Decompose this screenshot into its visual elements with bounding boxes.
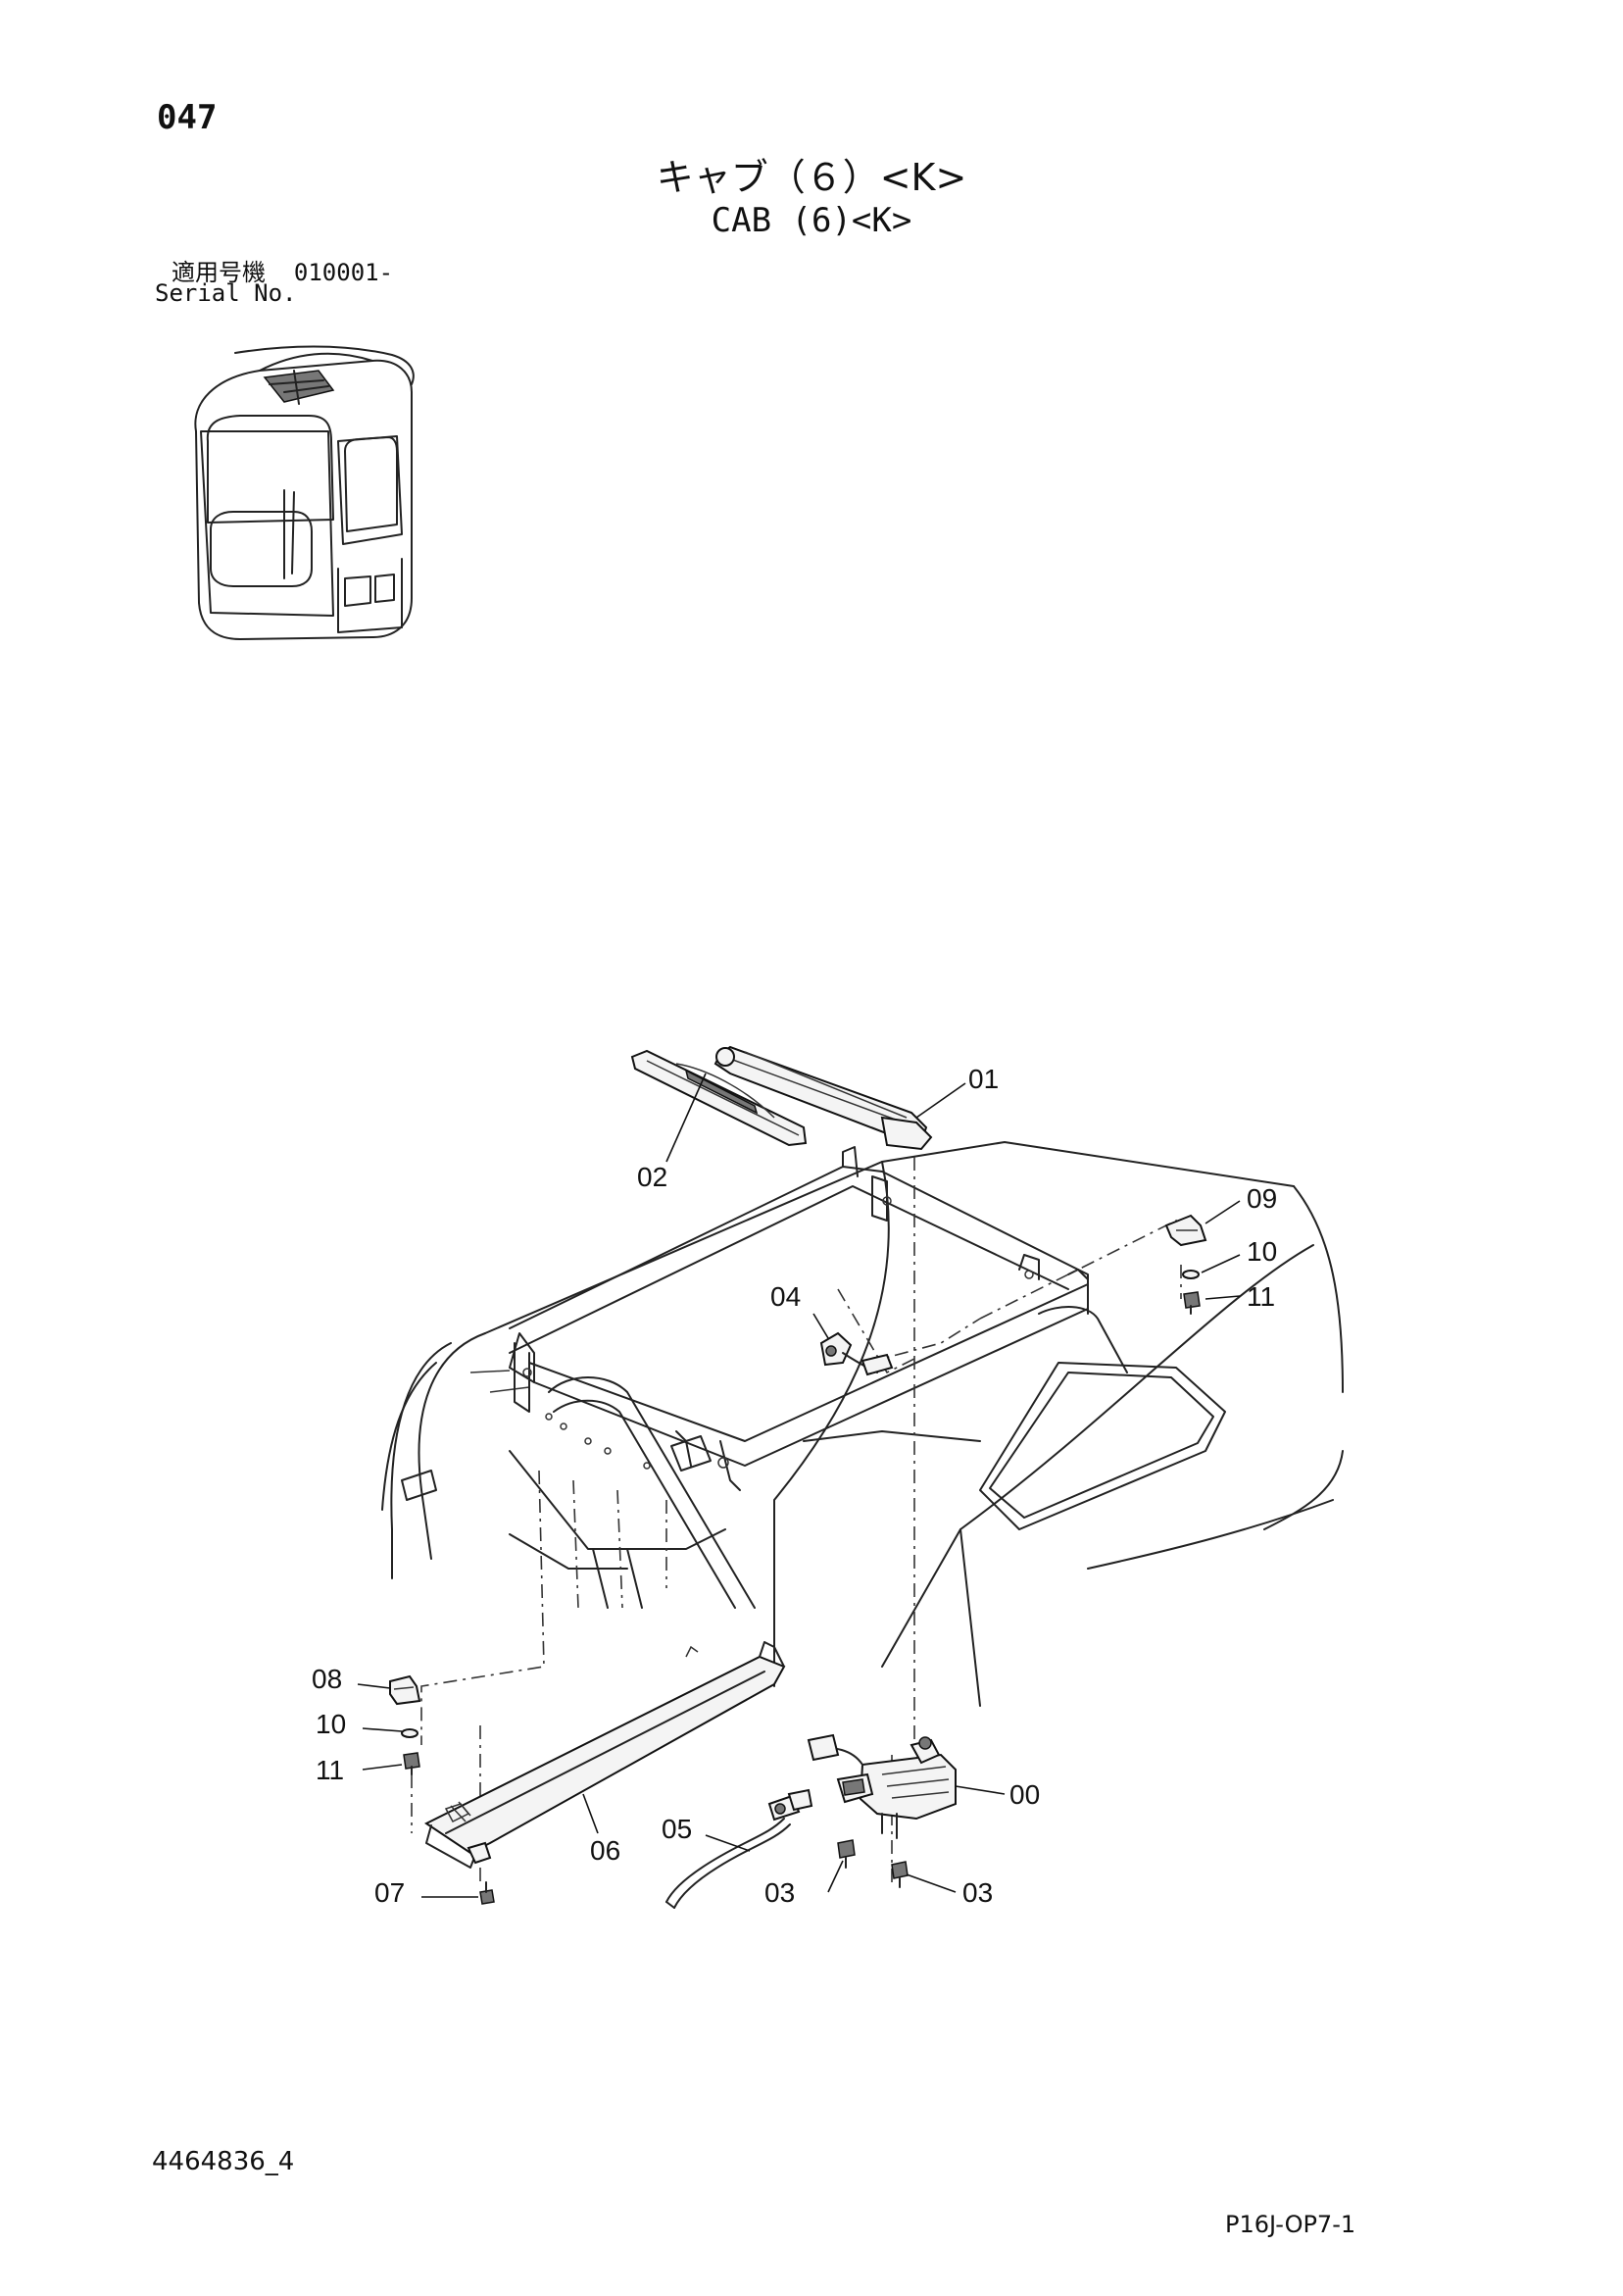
part-04-hose-connector: [819, 1331, 894, 1376]
callout-03-left: 03: [764, 1877, 795, 1908]
cab-roof-structure: [381, 1141, 1344, 1707]
part-07-screw: [479, 1881, 495, 1905]
part-01-wiper-arm: [713, 1045, 933, 1151]
document-id: 4464836_4: [152, 2147, 295, 2176]
part-00-wiper-motor: [807, 1733, 957, 1839]
page-title-english: CAB (6)<K>: [711, 201, 912, 240]
page-title-japanese: キャブ（６）<K>: [656, 156, 967, 199]
callout-09: 09: [1247, 1183, 1277, 1214]
callout-01: 01: [968, 1064, 999, 1094]
part-06-cover-panel: [424, 1641, 786, 1869]
serial-label-japanese: 適用号機: [172, 259, 266, 286]
page-code: P16J-OP7-1: [1225, 2211, 1356, 2238]
callout-06: 06: [590, 1835, 620, 1866]
callout-11-upper: 11: [1247, 1281, 1275, 1312]
callout-07: 07: [374, 1877, 405, 1908]
callout-05: 05: [662, 1814, 692, 1844]
cab-thumbnail-illustration: [194, 345, 415, 640]
callout-10-lower: 10: [316, 1709, 346, 1739]
serial-label-english: Serial No.: [155, 279, 297, 307]
callout-leaders: [357, 1073, 1241, 1898]
callout-03-right: 03: [962, 1877, 993, 1908]
callout-08: 08: [312, 1664, 342, 1694]
page-number: 047: [157, 98, 218, 137]
callout-00: 00: [1009, 1779, 1040, 1810]
parts-09-10-11-upper: [1164, 1214, 1207, 1315]
callout-11-lower: 11: [316, 1755, 344, 1785]
serial-value: 010001-: [293, 259, 394, 286]
serial-applicability: 適用号機 010001-: [172, 253, 393, 287]
callout-02: 02: [637, 1162, 667, 1192]
callout-10-upper: 10: [1247, 1236, 1277, 1267]
part-02-wiper-blade: [630, 1049, 808, 1147]
roof-frame: [509, 1146, 1089, 1491]
callout-04: 04: [770, 1281, 801, 1312]
part-05-harness: [665, 1788, 813, 1909]
callout-labels: 01 02 09 10 11 04 08 10 11 00 05 06 03 0…: [312, 1064, 1277, 1908]
parts-03-bolts: [837, 1839, 909, 1888]
parts-08-10-11-lower: [389, 1674, 421, 1775]
